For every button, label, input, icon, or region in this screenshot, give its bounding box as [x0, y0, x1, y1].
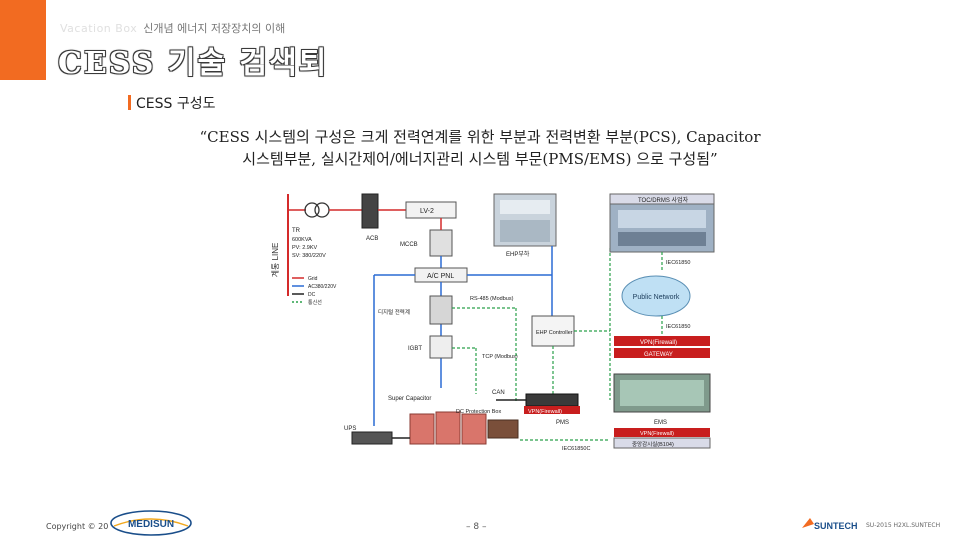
cess-diagram: 계통 LINE TR 600KVA PV: 2.9KV SV: 380/220V…: [270, 193, 715, 452]
section-heading: CESS 구성도: [128, 93, 216, 113]
accent-block: [0, 0, 46, 80]
acb-box: [361, 193, 379, 229]
tr-label: TR: [292, 228, 301, 234]
toc-label: TOC/DRMS 사업자: [638, 196, 689, 204]
page-number: – 8 –: [466, 522, 487, 532]
section-bar: [128, 95, 131, 110]
mccb-label: MCCB: [400, 242, 418, 248]
rs485-label: RS-485 (Modbus): [470, 296, 514, 302]
slide-title: CESS 기술 검색퇴: [58, 46, 329, 81]
description-line-1: “CESS 시스템의 구성은 크게 전력연계를 위한 부분과 전력변환 부분(P…: [199, 128, 761, 146]
dc-protection-box: [487, 419, 519, 439]
dc-box-label: DC Protection Box: [456, 409, 501, 415]
ehp-room-label: EHP부하: [506, 250, 530, 258]
tr-spec-1: 600KVA: [292, 237, 312, 243]
vpn-label-1: VPN(Firewall): [528, 409, 562, 415]
iec-label-2: IEC61850: [666, 324, 690, 330]
tr-spec-2: PV: 2.9KV: [292, 245, 318, 251]
description: “CESS 시스템의 구성은 크게 전력연계를 위한 부분과 전력변환 부분(P…: [110, 126, 850, 170]
meter-label: 디지털 전력계: [378, 308, 410, 316]
tcp-label: TCP (Modbus): [482, 354, 518, 360]
pcs-rack: [525, 393, 579, 407]
legend-ac: AC380/220V: [308, 284, 337, 290]
igbt-label: IGBT: [408, 346, 422, 352]
copyright: Copyright © 20: [46, 522, 109, 531]
section-label: CESS 구성도: [136, 96, 216, 112]
vpn-label-2: VPN(Firewall): [640, 340, 677, 346]
can-label: CAN: [492, 390, 505, 396]
tr-spec-3: SV: 380/220V: [292, 253, 326, 259]
suntech-logo-text: SUNTECH: [814, 521, 858, 531]
ups-box: [351, 431, 393, 445]
super-capacitor-rack: [409, 411, 487, 445]
lv-label: LV-2: [420, 208, 434, 215]
topic-mark: Vacation Box: [60, 22, 138, 35]
acpnl-label: A/C PNL: [427, 273, 454, 280]
medisun-logo: MEDISUN: [110, 510, 192, 536]
acb-label: ACB: [366, 236, 378, 242]
digital-meter: [429, 295, 453, 325]
pms-label: PMS: [556, 420, 569, 426]
vpn-label-3: VPN(Firewall): [640, 431, 674, 437]
gateway-label: GATEWAY: [644, 352, 673, 358]
medisun-logo-text: MEDISUN: [128, 519, 174, 530]
super-cap-label: Super Capacitor: [388, 396, 431, 402]
iec-label-1: IEC61850: [666, 260, 690, 266]
grid-line-label: 계통 LINE: [270, 243, 280, 278]
legend-grid: Grid: [308, 276, 318, 282]
building-label: 중앙감시실(B104): [632, 440, 674, 448]
igbt-box: [429, 335, 453, 359]
topic-header: Vacation Box 신개념 에너지 저장장치의 이해: [60, 20, 285, 36]
public-network-label: Public Network: [633, 294, 680, 301]
description-line-2: 시스템부분, 실시간제어/에너지관리 시스템 부문(PMS/EMS) 으로 구성…: [242, 150, 718, 168]
topic-text: 신개념 에너지 저장장치의 이해: [143, 22, 286, 35]
public-network-cloud: [621, 275, 691, 317]
iec61850c-label: IEC61850C: [562, 446, 590, 452]
suntech-logo: SUNTECH: [802, 518, 858, 531]
ems-label: EMS: [654, 420, 667, 426]
legend-dc: DC: [308, 292, 316, 298]
legend-comm: 통신선: [308, 299, 322, 306]
line-legend: Grid AC380/220V DC 통신선: [292, 276, 337, 306]
ups-label: UPS: [344, 426, 356, 432]
footer-tag: SU-2015 H2XL.SUNTECH: [866, 522, 941, 529]
ehp-controller-label: EHP Controller: [536, 330, 573, 336]
transformer-icon: [288, 202, 362, 218]
